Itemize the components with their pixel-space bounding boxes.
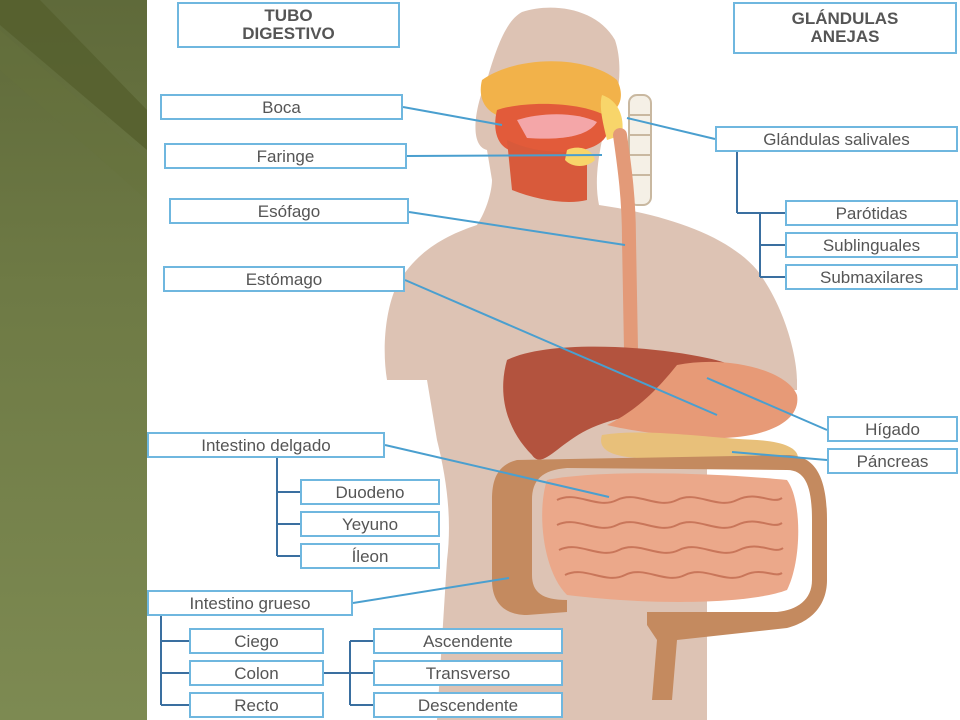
anatomy-illustration [160,7,828,720]
large-intestine-shape [492,455,827,700]
label-faringe: Faringe [164,143,407,169]
digestive-system-diagram: TUBO DIGESTIVO GLÁNDULAS ANEJAS Boca Far… [147,0,960,720]
label-duodeno: Duodeno [300,479,440,505]
header-tubo-line1: TUBO [264,6,313,26]
header-glandulas-line2: ANEJAS [810,27,880,46]
stomach-shape [607,361,798,439]
label-ascendente: Ascendente [373,628,563,654]
slide-sidebar [0,0,147,720]
label-intestino-delgado: Intestino delgado [147,432,385,458]
label-estomago: Estómago [163,266,405,292]
label-pancreas: Páncreas [827,448,958,474]
header-tubo-digestivo: TUBO DIGESTIVO [177,2,400,48]
label-boca: Boca [160,94,403,120]
sidebar-chevron-shape [0,0,147,200]
header-glandulas-anejas: GLÁNDULAS ANEJAS [733,2,957,54]
label-intestino-grueso: Intestino grueso [147,590,353,616]
label-glandulas-salivales: Glándulas salivales [715,126,958,152]
label-esofago: Esófago [169,198,409,224]
label-descendente: Descendente [373,692,563,718]
label-submaxilares: Submaxilares [785,264,958,290]
header-tubo-line2: DIGESTIVO [242,24,335,43]
header-glandulas-line1: GLÁNDULAS [791,9,899,29]
label-ciego: Ciego [189,628,324,654]
label-transverso: Transverso [373,660,563,686]
label-parotidas: Parótidas [785,200,958,226]
small-intestine-coils [556,495,784,579]
label-yeyuno: Yeyuno [300,511,440,537]
small-intestine-shape [542,473,799,602]
label-colon: Colon [189,660,324,686]
label-ileon: Íleon [300,543,440,569]
label-sublinguales: Sublinguales [785,232,958,258]
label-recto: Recto [189,692,324,718]
label-higado: Hígado [827,416,958,442]
leader-lines [352,106,828,604]
tree-connectors [160,152,785,706]
